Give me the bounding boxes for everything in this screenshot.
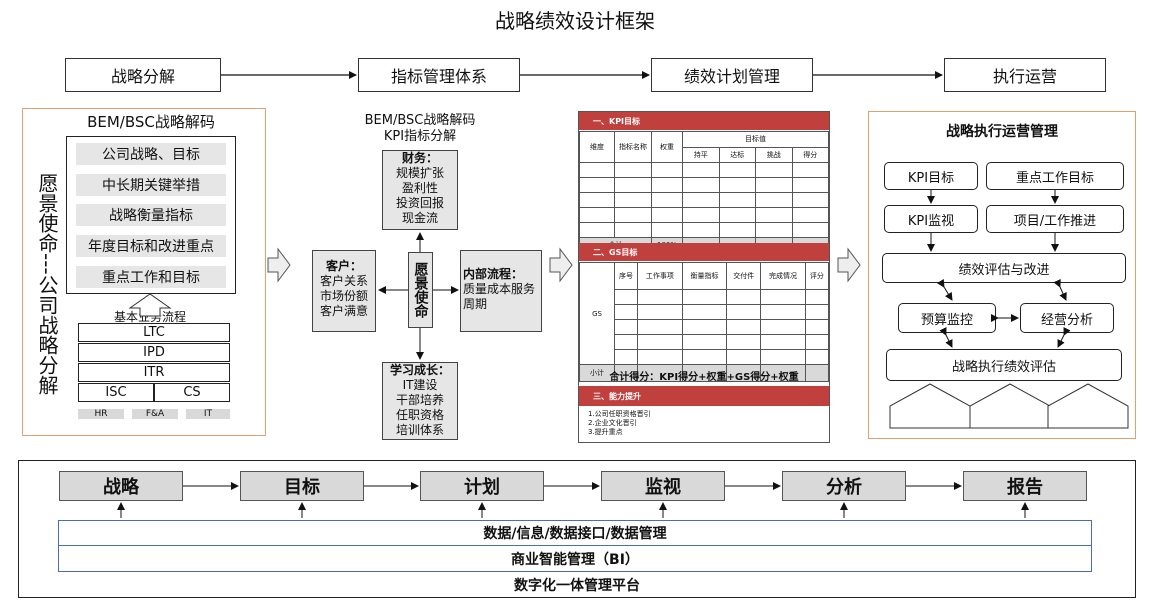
panel-arrow-icon bbox=[549, 247, 573, 283]
flow-row-itr: ITR bbox=[78, 363, 230, 382]
house-shape bbox=[1047, 383, 1129, 429]
phase-performance-plan: 绩效计划管理 bbox=[651, 58, 813, 92]
process-line: 质量成本服务 bbox=[463, 282, 536, 296]
process-line: 周期 bbox=[463, 297, 488, 311]
bem-item: 战略衡量指标 bbox=[76, 204, 226, 226]
process-title: 内部流程： bbox=[463, 267, 524, 281]
platform-step: 分析 bbox=[782, 471, 906, 501]
finance-line: 规模扩张 bbox=[395, 166, 444, 180]
customer-line: 市场份额 bbox=[319, 289, 368, 303]
ability-list: 1.公司任职资格晋引 2.企业文化晋引 3.提升重点 bbox=[588, 410, 818, 437]
phase-execution-operation: 执行运营 bbox=[944, 58, 1106, 92]
panel-arrow-icon bbox=[837, 247, 861, 283]
ops-arrow bbox=[1053, 278, 1067, 301]
bem-panel bbox=[22, 108, 266, 436]
bem-item: 公司战略、目标 bbox=[76, 143, 226, 165]
score-formula: 合计得分：KPI得分+权重+GS得分+权重 bbox=[609, 371, 799, 383]
house-shape bbox=[889, 383, 971, 429]
platform-step: 战略 bbox=[59, 471, 183, 501]
ops-arrow bbox=[939, 326, 953, 348]
flow-row-isc: ISC bbox=[78, 383, 154, 402]
customer-line: 客户关系 bbox=[319, 274, 368, 288]
gs-col: 交付件 bbox=[726, 262, 762, 290]
page-title: 战略绩效设计框架 bbox=[495, 8, 655, 33]
bsc-caption-sub: KPI指标分解 bbox=[383, 128, 457, 144]
ops-kpi-monitor: KPI监视 bbox=[884, 205, 978, 233]
customer-line: 客户满意 bbox=[319, 304, 368, 318]
house-shape bbox=[969, 383, 1051, 429]
bsc-finance-box: 财务： 规模扩张 盈利性 投资回报 现金流 bbox=[382, 150, 458, 230]
ops-panel bbox=[868, 111, 1136, 439]
learning-line: 培训体系 bbox=[395, 423, 444, 437]
finance-title: 财务： bbox=[401, 151, 438, 165]
finance-line: 现金流 bbox=[401, 211, 438, 225]
ability-header: 三、能力提升 bbox=[579, 386, 829, 406]
vision-side-label: 愿景使命---公司战略分解 bbox=[35, 173, 59, 395]
gs-col: 序号 bbox=[613, 262, 639, 290]
panel-arrow-icon bbox=[267, 247, 291, 283]
gs-table: GS 序号 工作事项 衡量指标 交付件 完成情况 评分 小计 bbox=[579, 262, 830, 382]
flow-row-ipd: IPD bbox=[78, 343, 230, 362]
kpi-header: 一、KPI目标 bbox=[579, 112, 829, 130]
bsc-caption: BEM/BSC战略解码 bbox=[364, 112, 476, 128]
finance-line: 投资回报 bbox=[395, 196, 444, 210]
support-hr: HR bbox=[78, 409, 124, 419]
finance-line: 盈利性 bbox=[401, 181, 438, 195]
phase-strategy-decomposition: 战略分解 bbox=[65, 58, 221, 92]
support-fa: F&A bbox=[132, 409, 178, 419]
platform-footer: 数字化一体管理平台 bbox=[514, 578, 640, 594]
support-it: IT bbox=[186, 409, 230, 419]
customer-title: 客户： bbox=[325, 259, 362, 273]
ops-kpi-target: KPI目标 bbox=[884, 162, 978, 190]
learning-line: 干部培养 bbox=[395, 393, 444, 407]
gs-subtotal: 小计 bbox=[579, 364, 615, 382]
bsc-vision-center: 愿景使命 bbox=[408, 252, 433, 328]
kpi-table: 维度 指标名称 权重 目标值 持平 达标 挑战 得分 合计 100% bbox=[579, 131, 829, 253]
gs-header: 二、GS目标 bbox=[579, 243, 829, 261]
ops-project: 项目/工作推进 bbox=[986, 205, 1124, 233]
flow-row-cs: CS bbox=[154, 383, 230, 402]
ops-eval: 绩效评估与改进 bbox=[882, 253, 1126, 283]
ops-arrow bbox=[1057, 326, 1071, 348]
platform-step: 报告 bbox=[963, 471, 1087, 501]
ability-item: 1.公司任职资格晋引 bbox=[588, 410, 651, 418]
platform-step: 目标 bbox=[240, 471, 364, 501]
up-arrow-icon bbox=[128, 293, 172, 317]
platform-data-band: 数据/信息/数据接口/数据管理 bbox=[58, 520, 1092, 546]
flow-row-ltc: LTC bbox=[78, 323, 230, 342]
platform-step: 监视 bbox=[601, 471, 725, 501]
bem-item: 中长期关键举措 bbox=[76, 174, 226, 196]
ops-arrow bbox=[936, 278, 953, 301]
bsc-process-box: 内部流程： 质量成本服务 周期 bbox=[460, 250, 542, 332]
bem-item: 重点工作和目标 bbox=[76, 266, 226, 288]
bsc-customer-box: 客户： 客户关系 市场份额 客户满意 bbox=[312, 250, 376, 332]
ops-title: 战略执行运营管理 bbox=[946, 124, 1058, 140]
ability-item: 3.提升重点 bbox=[588, 428, 623, 436]
learning-title: 学习成长： bbox=[389, 363, 450, 377]
bem-item: 年度目标和改进重点 bbox=[76, 235, 226, 257]
bsc-learning-box: 学习成长： IT建设 干部培养 任职资格 培训体系 bbox=[382, 362, 458, 440]
platform-step: 计划 bbox=[420, 471, 544, 501]
platform-frame bbox=[18, 460, 1136, 598]
ops-key-work: 重点工作目标 bbox=[986, 162, 1124, 190]
bem-title: BEM/BSC战略解码 bbox=[87, 112, 215, 131]
platform-bi-band: 商业智能管理（BI） bbox=[58, 546, 1092, 572]
ops-exec-eval: 战略执行绩效评估 bbox=[886, 349, 1122, 381]
ability-item: 2.企业文化晋引 bbox=[588, 419, 637, 427]
phase-indicator-system: 指标管理体系 bbox=[358, 58, 520, 92]
learning-line: 任职资格 bbox=[395, 408, 444, 422]
learning-line: IT建设 bbox=[402, 378, 438, 392]
